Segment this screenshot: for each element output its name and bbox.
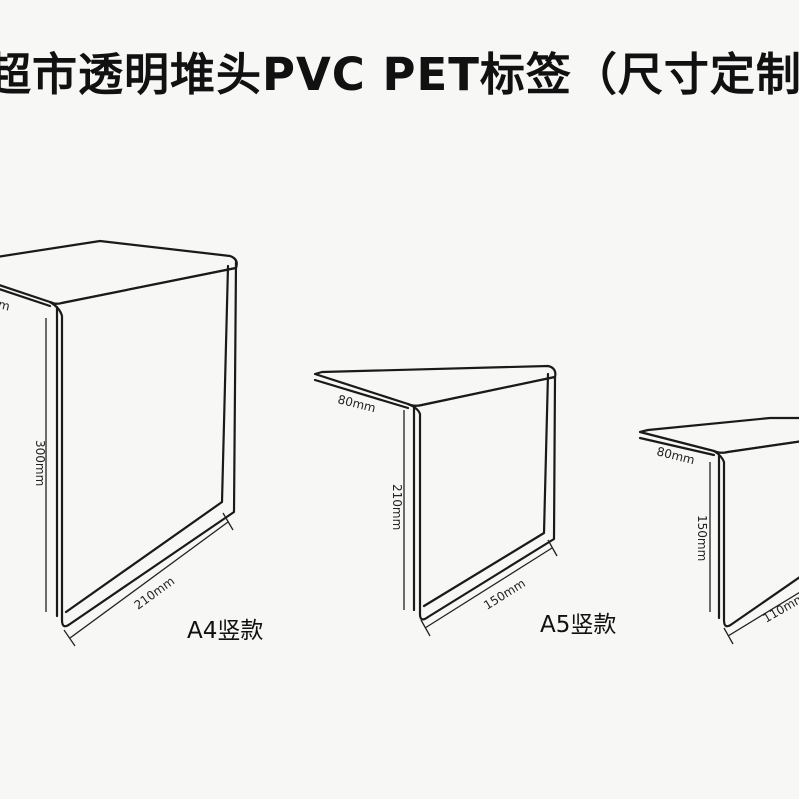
a5-front-panel: [406, 375, 557, 621]
a4-height-label: 300mm: [33, 440, 47, 486]
a5-fold-line: [422, 372, 550, 608]
small-height-label: 150mm: [695, 515, 709, 561]
small-depth-label: 80mm: [655, 444, 696, 467]
a4-front-panel: [48, 260, 238, 628]
small-width-dimension-tick: [723, 627, 734, 645]
a4-width-dimension-line: [69, 521, 229, 639]
small-width-dimension-line: [727, 591, 799, 637]
a5-width-dimension-line: [424, 547, 553, 629]
small-front-panel: [712, 440, 799, 628]
small-stand: [638, 416, 799, 645]
a5-width-dimension-tick: [420, 619, 431, 637]
a4-model-label: A4竖款: [187, 618, 263, 644]
a4-width-dimension-tick: [63, 629, 76, 647]
a5-height-label: 210mm: [390, 484, 404, 530]
a5-model-label: A5竖款: [540, 612, 616, 638]
a4-stand: [0, 239, 238, 647]
small-back-edge: [638, 436, 716, 457]
a4-width-label: 210mm: [132, 574, 178, 613]
a5-width-dimension-tick: [547, 539, 558, 557]
a5-stand: [313, 364, 558, 637]
a4-depth-label: mm: [0, 294, 11, 313]
a4-width-dimension-tick: [222, 512, 234, 531]
a5-back-edge: [313, 378, 410, 410]
a4-fold-line: [64, 264, 230, 614]
a4-back-edge: [0, 288, 52, 308]
a5-width-label: 150mm: [481, 576, 528, 612]
page-title: 超市透明堆头PVC PET标签（尺寸定制: [0, 48, 799, 101]
